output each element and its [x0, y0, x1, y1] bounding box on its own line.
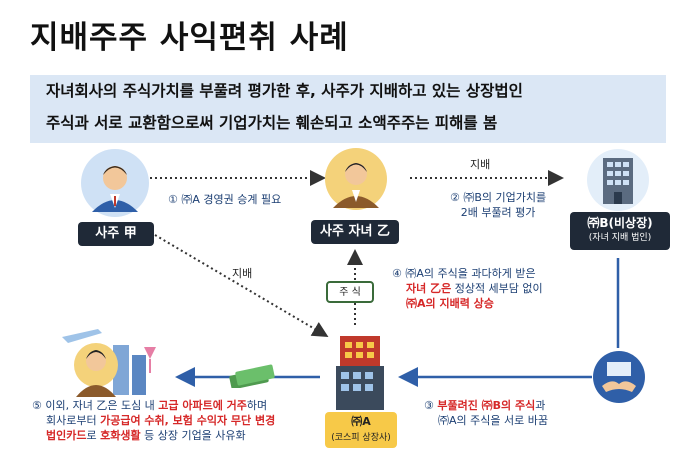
summary-line-1: 자녀회사의 주식가치를 부풀려 평가한 후, 사주가 지배하고 있는 상장법인 [46, 82, 523, 100]
step-5-l3d: 등 상장 기업을 사유화 [140, 429, 246, 442]
luxury-lifestyle-icon [58, 325, 168, 407]
step-5-l3b: 로 [86, 429, 101, 442]
step-3-line-1: ③ 부풀려진 ㈜B의 주식과 [424, 398, 548, 413]
building-b-icon [585, 148, 651, 216]
summary-line-2: 주식과 서로 교환함으로써 기업가치는 훼손되고 소액주주는 피해를 봄 [46, 114, 498, 132]
step-3-b: 부풀려진 ㈜B의 주식 [437, 399, 536, 412]
step-2-caption: ② ㈜B의 기업가치를 2배 부풀려 평가 [450, 190, 546, 220]
summary-box: 자녀회사의 주식가치를 부풀려 평가한 후, 사주가 지배하고 있는 상장법인 … [30, 75, 666, 143]
handshake-icon [592, 350, 646, 408]
step-5-caption: ⑤ 이외, 자녀 乙은 도심 내 고급 아파트에 거주하며 회사로부터 가공급여… [32, 398, 275, 443]
company-a-sub: (코스피 상장사) [331, 433, 391, 443]
step-5-line-3: 법인카드로 호화생활 등 상장 기업을 사유화 [32, 428, 275, 443]
step-1-caption: ① ㈜A 경영권 승계 필요 [168, 193, 282, 206]
step-5-l3c: 호화생활 [100, 429, 141, 442]
company-b-label: ㈜B(비상장) (자녀 지배 법인) [570, 212, 670, 250]
child-avatar-icon [325, 146, 387, 216]
page-title: 지배주주 사익편취 사례 [30, 20, 349, 56]
step-5-l2a: 회사로부터 [46, 414, 101, 427]
step-3-c: 과 [535, 399, 546, 412]
company-a-name: ㈜A [351, 415, 371, 428]
step-3-caption: ③ 부풀려진 ㈜B의 주식과 ㈜A의 주식을 서로 바꿈 [424, 398, 548, 428]
step-4-line-2: 자녀 乙은 정상적 세부담 없이 [392, 281, 543, 296]
company-b-sub: (자녀 지배 법인) [588, 233, 652, 243]
owner-label: 사주 甲 [78, 222, 154, 246]
edge-label-control-top: 지배 [470, 158, 491, 171]
child-label: 사주 자녀 乙 [311, 220, 399, 244]
step-3-a: ③ [424, 399, 438, 412]
step-5-line-1: ⑤ 이외, 자녀 乙은 도심 내 고급 아파트에 거주하며 [32, 398, 275, 413]
step-3-line-2: ㈜A의 주식을 서로 바꿈 [438, 414, 548, 427]
step-4-line-3: ㈜A의 지배력 상승 [406, 297, 494, 310]
company-a-label: ㈜A (코스피 상장사) [325, 412, 397, 448]
step-4-line-2-rest: 정상적 세부담 없이 [451, 282, 543, 295]
step-5-l3a: 법인카드 [46, 429, 87, 442]
company-b-name: ㈜B(비상장) [587, 216, 653, 230]
step-5-l1c: 하며 [246, 399, 268, 412]
step-5-l1a: ⑤ 이외, 자녀 乙은 도심 내 [32, 399, 159, 412]
stock-certificate: 주 식 [326, 281, 374, 303]
owner-avatar-icon [80, 148, 150, 222]
step-2-line-2: 2배 부풀려 평가 [460, 206, 536, 219]
step-4-caption: ④ ㈜A의 주식을 과다하게 받은 자녀 乙은 정상적 세부담 없이 ㈜A의 지… [392, 266, 543, 311]
step-2-line-1: ② ㈜B의 기업가치를 [450, 191, 547, 204]
step-5-line-2: 회사로부터 가공급여 수취, 보험 수익자 무단 변경 [32, 413, 275, 428]
step-4-line-1: ④ ㈜A의 주식을 과다하게 받은 [392, 267, 536, 280]
step-5-l1b: 고급 아파트에 거주 [158, 399, 247, 412]
building-a-icon [330, 332, 390, 414]
step-5-l2b: 가공급여 수취, 보험 수익자 무단 변경 [100, 414, 276, 427]
money-icon [228, 362, 276, 392]
step-4-highlight: 자녀 乙은 [406, 282, 452, 295]
edge-owner-to-a [154, 234, 329, 338]
edge-label-control-diag: 지배 [232, 267, 253, 280]
